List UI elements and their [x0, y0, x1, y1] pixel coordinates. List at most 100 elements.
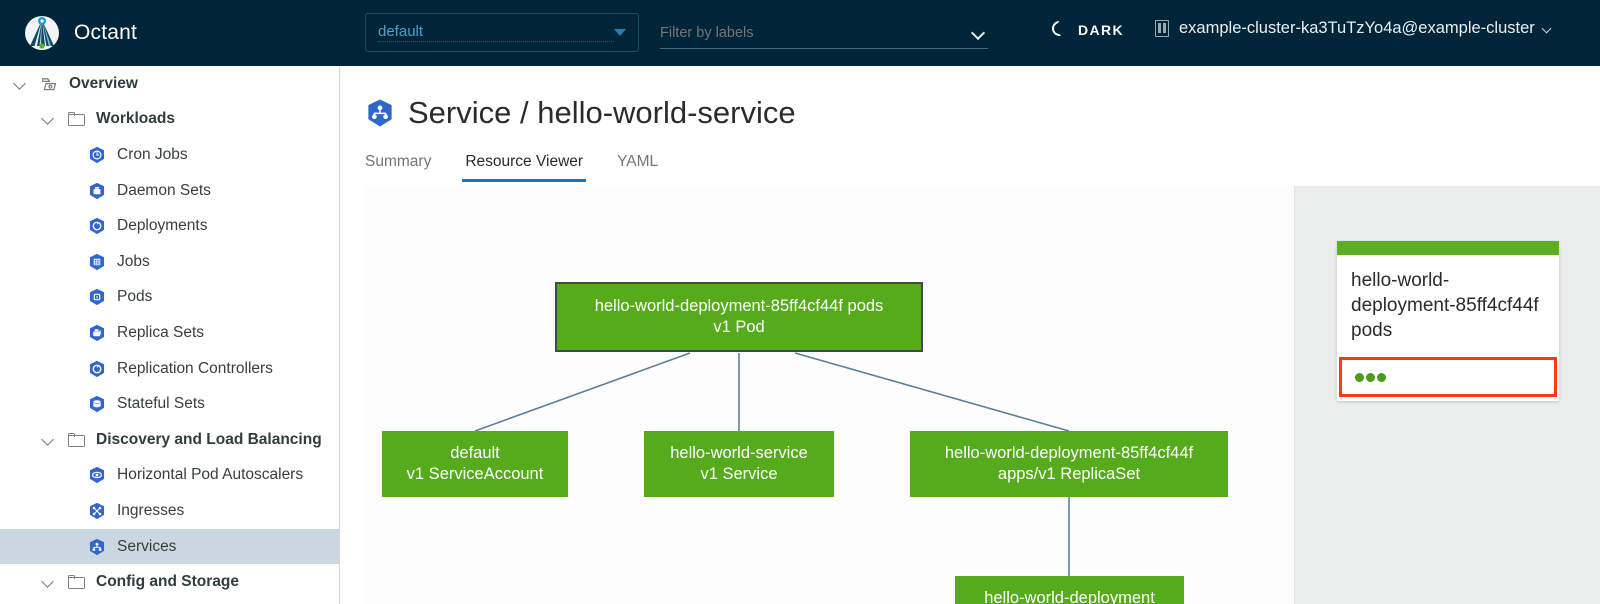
- replicaset-icon: [88, 324, 106, 342]
- pod-icon: [88, 288, 106, 306]
- tab-resource-viewer[interactable]: Resource Viewer: [462, 153, 586, 182]
- folder-icon: [68, 575, 85, 590]
- sidebar-item-label: Replica Sets: [117, 323, 205, 341]
- detail-card[interactable]: hello-world-deployment-85ff4cf44f pods: [1337, 241, 1559, 401]
- overview-icon: [40, 76, 59, 92]
- graph-node-deployment[interactable]: hello-world-deploymentapps/v1 Deployment: [955, 576, 1184, 604]
- tab-summary[interactable]: Summary: [365, 153, 432, 170]
- namespace-value: default: [378, 23, 614, 42]
- graph-node-kind: apps/v1 ReplicaSet: [997, 465, 1141, 483]
- sidebar-item-label: Config and Storage: [96, 573, 239, 591]
- graph-node-kind: v1 ServiceAccount: [406, 465, 544, 483]
- cluster-icon: [1155, 20, 1169, 37]
- sidebar-item-ingresses[interactable]: Ingresses: [0, 493, 339, 529]
- detail-card-title: hello-world-deployment-85ff4cf44f pods: [1351, 270, 1539, 341]
- sidebar-item-label: Overview: [69, 74, 138, 92]
- top-navigation-bar: Octant default DARK example-cluster-ka3T…: [0, 0, 1600, 66]
- sidebar-item-cron-jobs[interactable]: Cron Jobs: [0, 137, 339, 173]
- status-dot: [1366, 372, 1375, 382]
- chevron-down-icon[interactable]: [12, 76, 28, 92]
- brand[interactable]: Octant: [0, 15, 340, 51]
- graph-node-service[interactable]: hello-world-service v1 Service: [644, 431, 834, 497]
- octant-logo-icon: [24, 15, 60, 51]
- edge-pod-replicaset: [794, 352, 1070, 432]
- replicationcontroller-icon: [88, 360, 106, 378]
- sidebar-item-label: Stateful Sets: [117, 395, 205, 413]
- sidebar-item-stateful-sets[interactable]: Stateful Sets: [0, 386, 339, 422]
- sidebar-item-overview[interactable]: Overview: [0, 66, 339, 102]
- sidebar-item-workloads[interactable]: Workloads: [0, 102, 339, 138]
- sidebar-item-label: Ingresses: [117, 501, 185, 519]
- chevron-down-icon[interactable]: [40, 111, 56, 127]
- label-filter-input[interactable]: [660, 24, 972, 41]
- folder-icon: [68, 112, 85, 127]
- page-title-text: Service / hello-world-service: [408, 95, 796, 130]
- statefulset-icon: [88, 395, 106, 413]
- graph-node-name: hello-world-deployment: [984, 589, 1155, 604]
- theme-toggle-label: DARK: [1078, 21, 1125, 38]
- sidebar-item-label: Daemon Sets: [117, 181, 211, 199]
- page-title: Service / hello-world-service: [365, 95, 796, 131]
- sidebar-item-label: Jobs: [117, 252, 150, 270]
- theme-toggle[interactable]: DARK: [1052, 21, 1124, 38]
- status-dot: [1377, 372, 1386, 382]
- sidebar-item-jobs[interactable]: Jobs: [0, 244, 339, 280]
- resource-graph: hello-world-deployment-85ff4cf44f pods v1…: [365, 186, 1293, 604]
- graph-node-kind: v1 Pod: [713, 318, 765, 336]
- graph-node-name: hello-world-service: [670, 444, 808, 462]
- sidebar-item-config-and-storage[interactable]: Config and Storage: [0, 564, 339, 600]
- graph-node-replicaset[interactable]: hello-world-deployment-85ff4cf44f apps/v1…: [910, 431, 1228, 497]
- graph-node-pod[interactable]: hello-world-deployment-85ff4cf44f pods v1…: [555, 282, 923, 352]
- label-filter[interactable]: [660, 17, 988, 49]
- chevron-down-icon: [1543, 25, 1553, 32]
- cronjob-icon: [88, 146, 106, 164]
- chevron-down-icon[interactable]: [40, 432, 56, 448]
- graph-node-name: default: [450, 444, 500, 462]
- tab-yaml[interactable]: YAML: [617, 153, 659, 170]
- detail-card-status-row[interactable]: [1339, 357, 1557, 397]
- sidebar-item-replication-controllers[interactable]: Replication Controllers: [0, 351, 339, 387]
- sidebar-item-horizontal-pod-autoscalers[interactable]: Horizontal Pod Autoscalers: [0, 458, 339, 494]
- sidebar-item-label: Cron Jobs: [117, 145, 188, 163]
- chevron-down-icon[interactable]: [972, 28, 986, 37]
- detail-panel: hello-world-deployment-85ff4cf44f pods: [1294, 186, 1600, 604]
- sidebar-item-pods[interactable]: Pods: [0, 280, 339, 316]
- service-icon: [88, 538, 106, 556]
- service-icon: [365, 98, 395, 128]
- sidebar-item-label: Replication Controllers: [117, 359, 273, 377]
- brand-name: Octant: [74, 21, 138, 44]
- tab-bar: Summary Resource Viewer YAML: [365, 153, 1560, 187]
- daemonset-icon: [88, 182, 106, 200]
- folder-icon: [68, 432, 85, 447]
- graph-node-serviceaccount[interactable]: default v1 ServiceAccount: [382, 431, 568, 497]
- deployment-icon: [88, 217, 106, 235]
- sidebar-item-label: Deployments: [117, 217, 208, 235]
- chevron-down-icon[interactable]: [40, 574, 56, 590]
- detail-card-status-bar: [1337, 241, 1559, 255]
- resource-graph-edges: [474, 352, 1070, 576]
- sidebar-item-label: Pods: [117, 288, 153, 306]
- sidebar-item-label: Discovery and Load Balancing: [96, 430, 322, 448]
- sidebar-item-label: Horizontal Pod Autoscalers: [117, 466, 304, 484]
- status-dot: [1355, 372, 1364, 382]
- sidebar-item-label: Services: [117, 537, 177, 555]
- cluster-label: example-cluster-ka3TuTzYo4a@example-clus…: [1179, 19, 1535, 37]
- ingress-icon: [88, 502, 106, 520]
- sidebar-item-services[interactable]: Services: [0, 528, 339, 565]
- cluster-selector[interactable]: example-cluster-ka3TuTzYo4a@example-clus…: [1155, 19, 1553, 38]
- hpa-icon: [88, 466, 106, 484]
- moon-icon: [1052, 21, 1069, 38]
- graph-node-name: hello-world-deployment-85ff4cf44f pods: [594, 297, 884, 315]
- graph-node-name: hello-world-deployment-85ff4cf44f: [944, 444, 1194, 462]
- job-icon: [88, 253, 106, 271]
- graph-node-kind: v1 Service: [700, 465, 778, 483]
- sidebar-item-daemon-sets[interactable]: Daemon Sets: [0, 173, 339, 209]
- sidebar-item-deployments[interactable]: Deployments: [0, 208, 339, 244]
- namespace-selector[interactable]: default: [365, 13, 639, 52]
- main-content: Service / hello-world-service Summary Res…: [341, 66, 1600, 604]
- sidebar-item-label: Workloads: [96, 110, 175, 128]
- sidebar-item-discovery-and-load-balancing[interactable]: Discovery and Load Balancing: [0, 422, 339, 458]
- sidebar-item-replica-sets[interactable]: Replica Sets: [0, 315, 339, 351]
